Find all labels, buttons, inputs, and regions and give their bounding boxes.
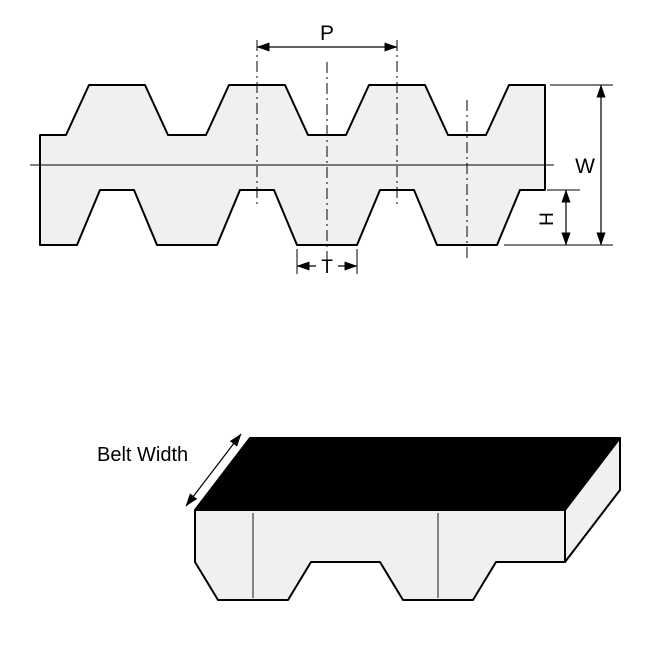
belt-end-face	[564, 437, 621, 563]
profile-view: P W H T	[30, 22, 613, 278]
belt-front-face	[194, 509, 566, 601]
tooth-width-dimension: T	[296, 249, 358, 278]
belt-width-arrow	[185, 433, 242, 507]
width-label: W	[575, 155, 595, 178]
belt-top-face	[194, 437, 621, 511]
tooth-height-dimension: H	[537, 189, 580, 246]
tooth-width-label: T	[321, 257, 333, 278]
tooth-height-label: H	[537, 212, 558, 226]
width-dimension: W	[504, 84, 613, 246]
pitch-dimension: P	[256, 22, 398, 52]
belt-width-label: Belt Width	[97, 444, 188, 466]
pitch-label: P	[320, 22, 334, 45]
perspective-view: Belt Width	[97, 433, 621, 601]
